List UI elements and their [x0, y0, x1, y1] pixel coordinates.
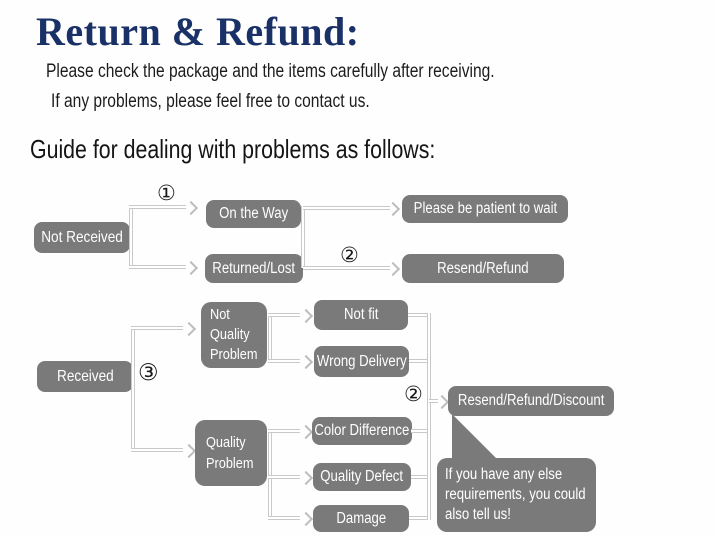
node-wrong-delivery: Wrong Delivery — [314, 346, 409, 377]
node-not-fit: Not fit — [314, 300, 408, 330]
connector-stub-damage — [409, 516, 429, 520]
arrow-right-icon — [385, 261, 401, 277]
node-returned-lost: Returned/Lost — [205, 254, 303, 283]
node-damage: Damage — [313, 505, 409, 532]
bubble-line: If you have any else — [445, 466, 563, 483]
connector-received-branch — [131, 326, 135, 450]
connector-stub-color-difference — [411, 429, 429, 433]
node-not-quality-problem: Not Quality Problem — [201, 302, 267, 368]
connector-to-resend-refund — [303, 266, 390, 270]
node-please-be-patient: Please be patient to wait — [402, 195, 568, 223]
connector-to-final-result — [429, 399, 438, 403]
connector-stub-wrong-delivery — [409, 359, 429, 363]
intro-line-1: Please check the package and the items c… — [46, 61, 495, 82]
arrow-right-icon — [181, 443, 197, 459]
connector-to-not-fit — [268, 313, 300, 317]
speech-bubble-note: If you have any else requirements, you c… — [437, 458, 596, 532]
arrow-right-icon — [183, 260, 199, 276]
arrow-right-icon — [385, 201, 401, 217]
connector-to-wrong-delivery — [268, 359, 300, 363]
step-marker-2-bottom: ② — [404, 382, 423, 406]
arrow-right-icon — [298, 511, 314, 527]
connector-right-bracket — [301, 206, 305, 268]
connector-to-not-quality-problem — [131, 326, 183, 330]
node-color-difference: Color Difference — [312, 417, 412, 445]
connector-to-color-difference — [268, 429, 300, 433]
arrow-right-icon — [298, 470, 314, 486]
step-marker-1: ① — [157, 181, 176, 205]
node-on-the-way: On the Way — [206, 200, 301, 228]
step-marker-3: ③ — [138, 360, 159, 386]
connector-collector — [427, 313, 431, 520]
connector-to-damage — [268, 516, 300, 520]
connector-to-quality-problem — [131, 448, 183, 452]
connector-qp-branch — [268, 429, 272, 518]
guide-heading: Guide for dealing with problems as follo… — [30, 134, 436, 164]
connector-to-returned-lost — [129, 265, 186, 269]
bubble-line: also tell us! — [445, 506, 511, 523]
connector-to-quality-defect — [268, 475, 300, 479]
node-quality-defect: Quality Defect — [313, 463, 411, 491]
connector-not-received-branch — [129, 205, 133, 269]
arrow-right-icon — [434, 394, 450, 410]
page-title: Return & Refund: — [36, 9, 360, 54]
node-quality-problem: Quality Problem — [195, 420, 267, 486]
arrow-right-icon — [298, 424, 314, 440]
arrow-right-icon — [298, 308, 314, 324]
connector-stub-quality-defect — [411, 475, 429, 479]
arrow-right-icon — [183, 200, 199, 216]
step-marker-2-top: ② — [340, 243, 359, 267]
connector-to-on-the-way — [129, 205, 186, 209]
bubble-line: requirements, you could — [445, 486, 586, 503]
connector-stub-not-fit — [408, 313, 429, 317]
node-not-received: Not Received — [34, 222, 130, 253]
connector-nqp-branch — [268, 313, 272, 361]
speech-bubble-tail — [452, 414, 498, 460]
intro-line-2: If any problems, please feel free to con… — [51, 91, 370, 112]
arrow-right-icon — [298, 354, 314, 370]
node-received: Received — [37, 361, 133, 392]
node-resend-refund-discount: Resend/Refund/Discount — [448, 386, 614, 416]
connector-to-please-wait — [303, 206, 390, 210]
node-resend-refund: Resend/Refund — [402, 254, 564, 283]
arrow-right-icon — [181, 321, 197, 337]
